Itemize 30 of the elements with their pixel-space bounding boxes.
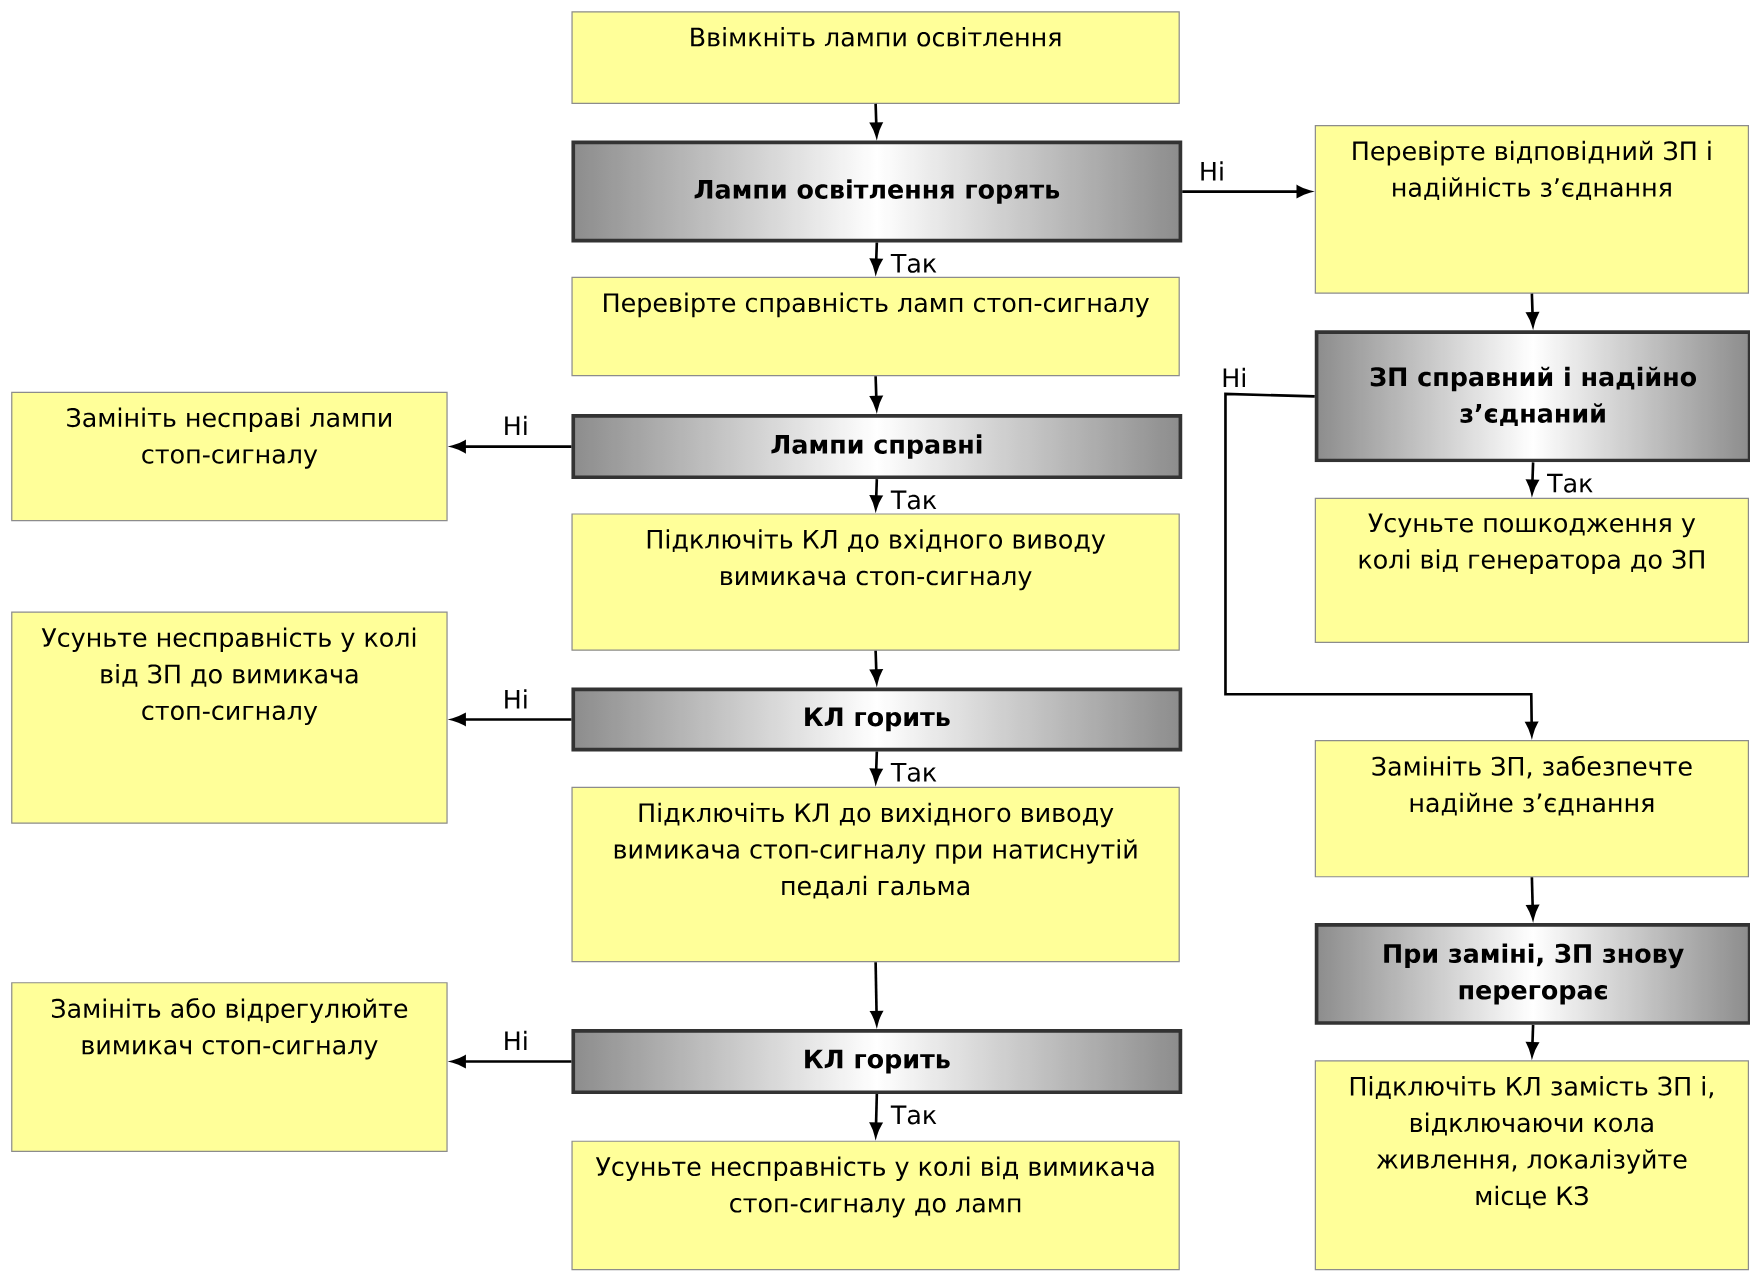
step-box: Перевірте відповідний ЗП і надійність з’єднання xyxy=(1314,124,1749,294)
arrow xyxy=(1526,1024,1539,1057)
edge-label: Ні xyxy=(505,415,527,435)
edge-label: Так xyxy=(890,253,937,273)
edge-label: Ні xyxy=(1201,161,1223,181)
edge-label: Ні xyxy=(505,689,527,709)
decision-box: КЛ горить xyxy=(571,687,1183,752)
decision-box: При заміні, ЗП знову перегорає xyxy=(1314,922,1750,1025)
step-box: Усуньте несправність у колі від ЗП до вимикача стоп-сигналу xyxy=(11,611,448,824)
step-box: Замініть ЗП, забезпечте надійне з’єднання xyxy=(1314,739,1749,878)
step-box: Замініть або відрегулюйте вимикач стоп-сигналу xyxy=(11,982,448,1152)
edge-label: Ні xyxy=(1223,367,1245,387)
decision-box: КЛ горить xyxy=(571,1028,1183,1094)
step-box: Перевірте справність ламп стоп-сигналу xyxy=(571,276,1180,377)
edge-label: Так xyxy=(890,490,937,510)
arrow xyxy=(870,376,883,411)
edge-label: Так xyxy=(890,762,937,782)
arrow xyxy=(1526,293,1539,327)
edge-label: Ні xyxy=(505,1030,527,1050)
step-box: Підключіть КЛ до вихідного виводу вимикача стоп-сигналу при натиснутій педалі гальма xyxy=(571,786,1180,963)
edge-label: Так xyxy=(890,1105,937,1125)
edge-label: Так xyxy=(1547,473,1593,493)
step-box: Підключіть КЛ замість ЗП і, відключаючи кола живлення, локалізуйте місце КЗ xyxy=(1314,1060,1749,1271)
step-box: Підключіть КЛ до вхідного виводу вимикача стоп-сигналу xyxy=(571,513,1180,651)
step-box: Усуньте несправність у колі від вимикача стоп-сигналу до ламп xyxy=(571,1140,1180,1271)
decision-box: ЗП справний і надійно з’єднаний xyxy=(1314,330,1750,463)
decision-box: Лампи справні xyxy=(571,413,1183,479)
step-box: Ввімкніть лампи освітлення xyxy=(571,11,1180,104)
step-box: Замініть несправі лампи стоп-сигналу xyxy=(11,391,448,522)
decision-box: Лампи освітлення горять xyxy=(571,140,1183,243)
